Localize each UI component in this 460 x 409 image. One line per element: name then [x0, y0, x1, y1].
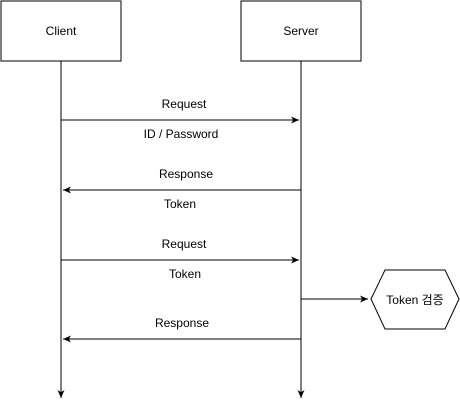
message-label-above: Response [155, 316, 209, 330]
message-request-login: Request ID / Password [61, 97, 299, 141]
message-label-above: Request [162, 237, 207, 251]
participant-client-label: Client [46, 24, 77, 38]
message-final-response: Response [63, 316, 301, 343]
message-response-token: Response Token [63, 167, 301, 211]
participant-server: Server [240, 0, 362, 62]
message-label-below: ID / Password [144, 127, 219, 141]
message-label-above: Request [162, 97, 207, 111]
participant-client: Client [0, 0, 122, 62]
token-verification-node: Token 검증 [370, 269, 460, 330]
token-verification-label: Token 검증 [386, 293, 443, 307]
participant-server-label: Server [283, 24, 318, 38]
message-label-above: Response [159, 167, 213, 181]
message-label-below: Token [169, 267, 201, 281]
message-label-below: Token [164, 197, 196, 211]
message-request-with-token: Request Token [61, 237, 299, 281]
